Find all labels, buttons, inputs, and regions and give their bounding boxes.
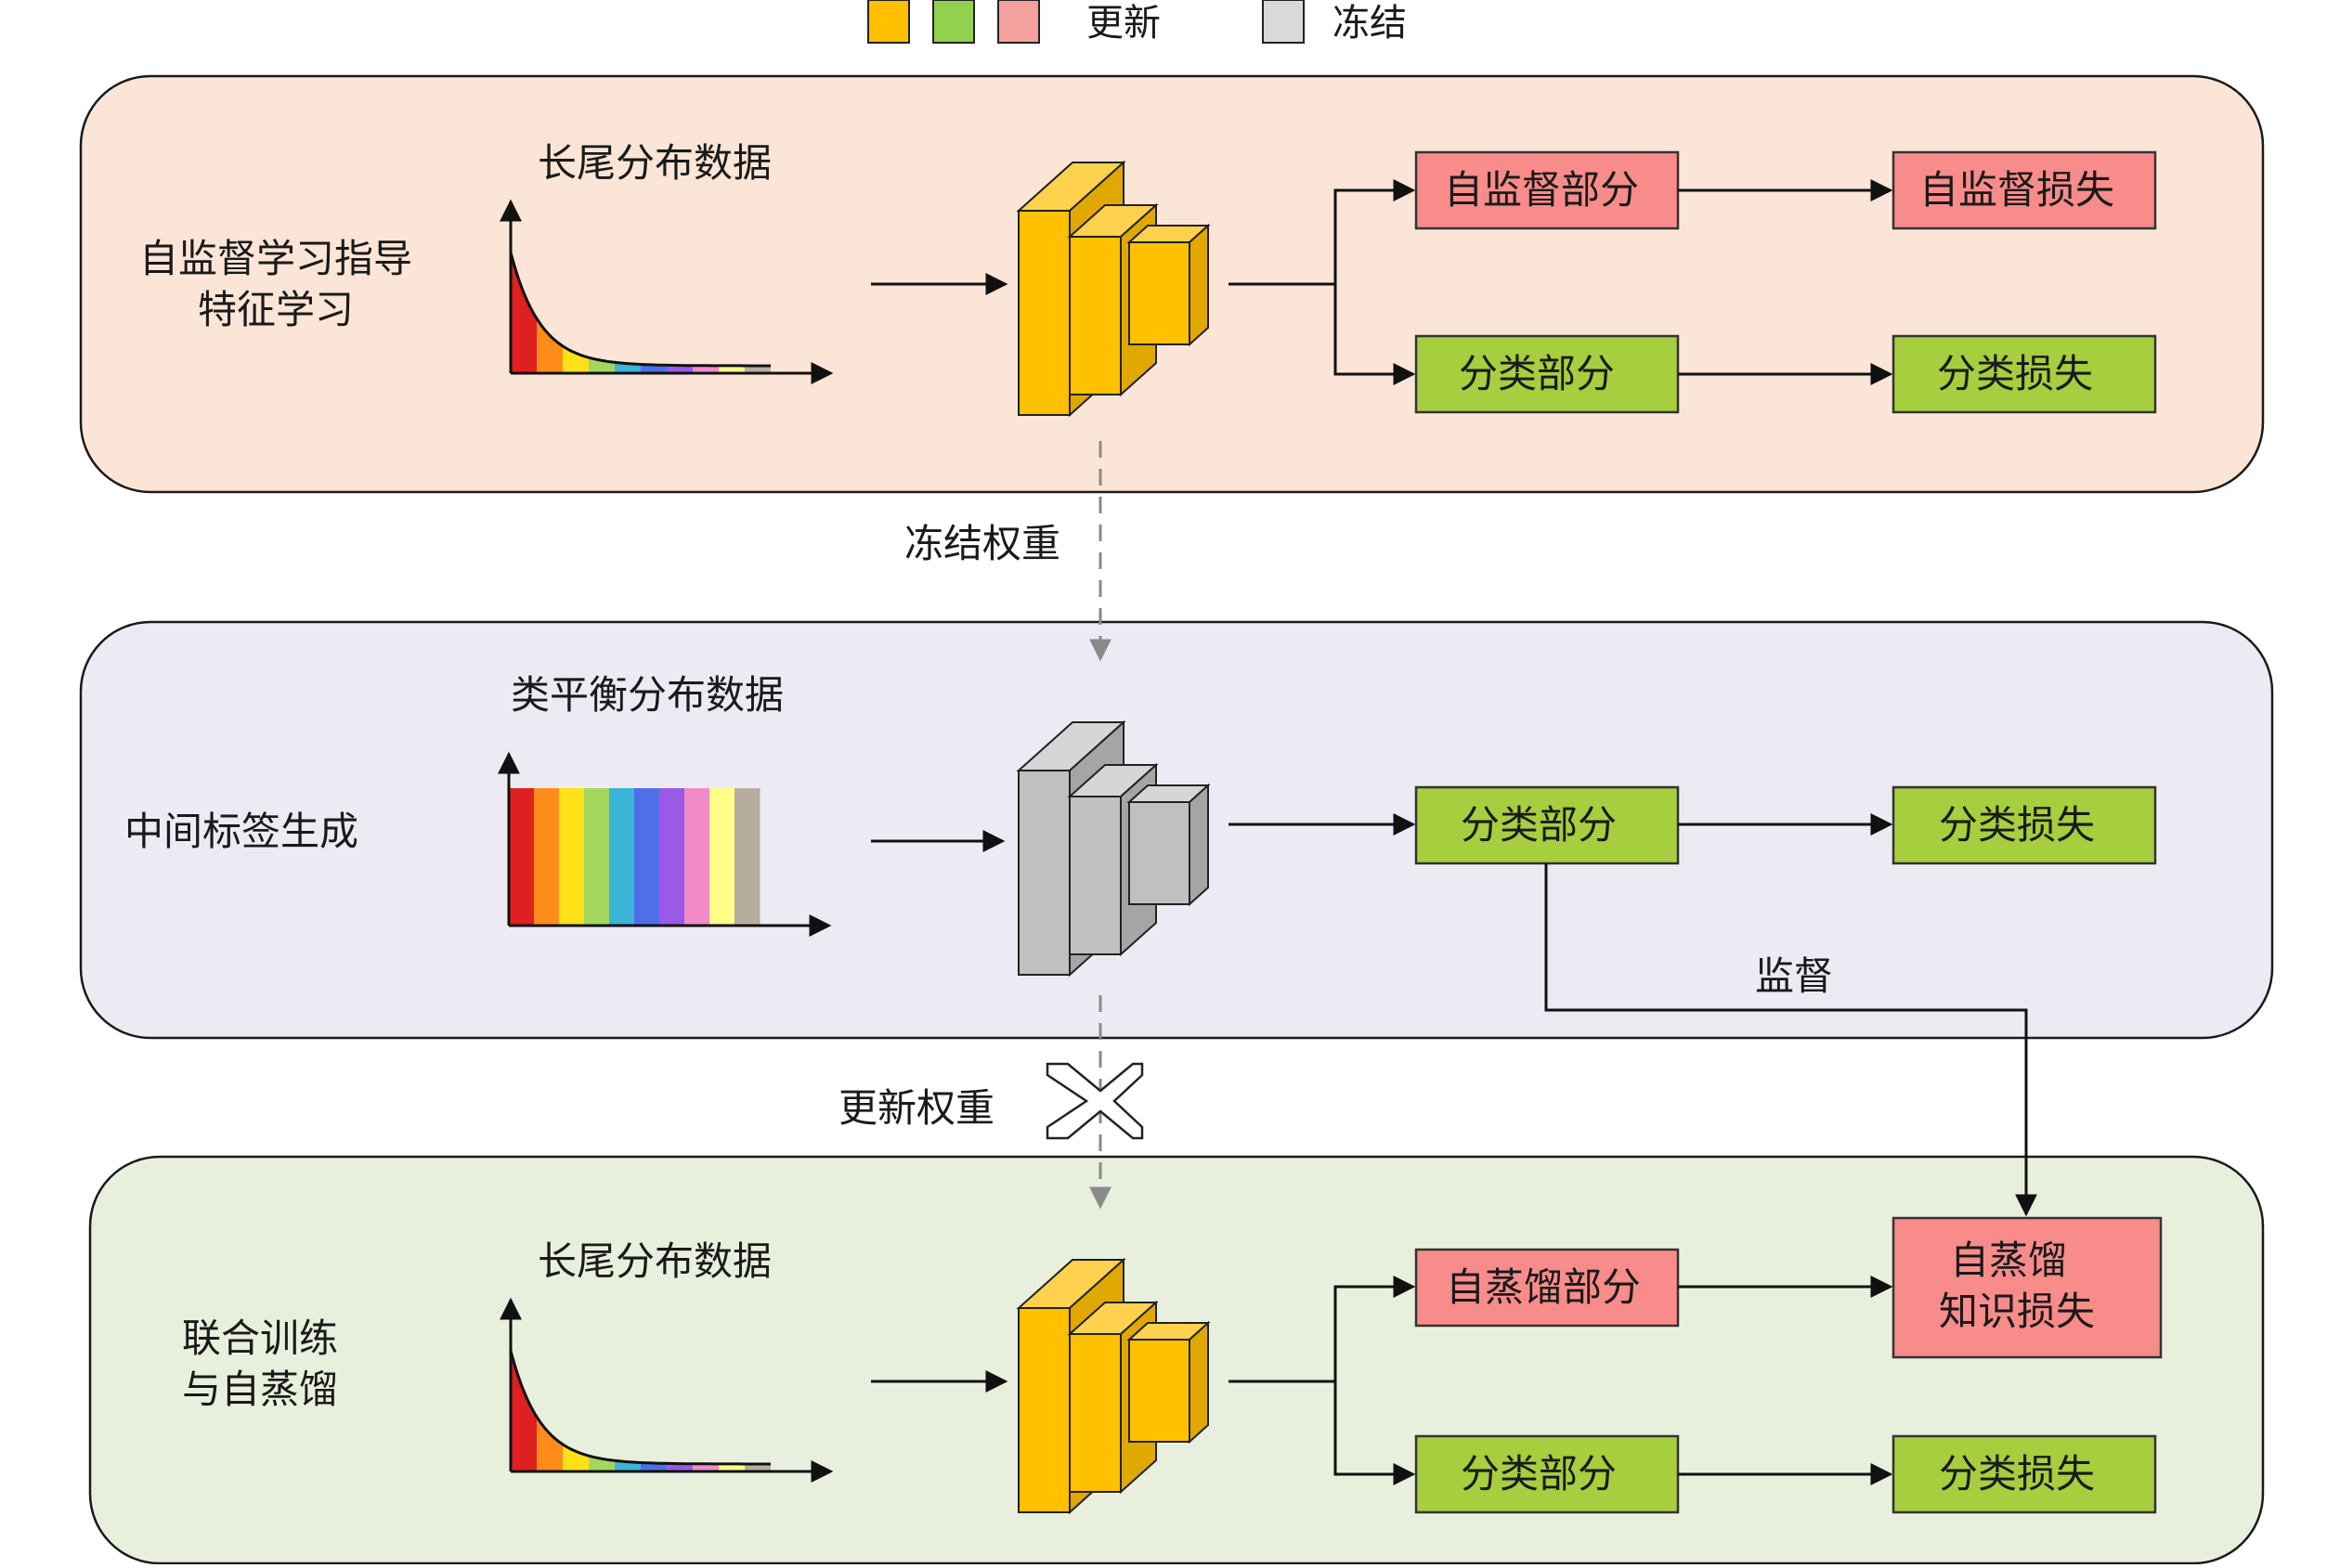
- sd-part-box: [1414, 1248, 1680, 1328]
- cube-side-face: [1189, 783, 1209, 907]
- cls-loss-box-2: [1892, 785, 2157, 865]
- balanced-bar: [634, 788, 660, 926]
- stage2: 中间标签生成 类平衡分布数据 分类部分 分类损失 监督: [124, 672, 2157, 1217]
- stage2-title: 中间标签生成: [124, 809, 358, 854]
- cls-part-box-3: [1414, 1434, 1680, 1514]
- longtail-curve: [509, 252, 771, 368]
- stage3-title-line1: 联合训练: [182, 1315, 338, 1361]
- stage3-data-title: 长尾分布数据: [538, 1238, 772, 1284]
- ssl-loss-label: 自监督损失: [1919, 167, 2114, 213]
- stage3-title-line2: 与自蒸馏: [182, 1367, 338, 1412]
- supervise-label: 监督: [1755, 953, 1833, 999]
- legend-swatch-yellow: [867, 0, 910, 44]
- balanced-bar: [609, 788, 635, 926]
- backbone-cubes-frozen: [1016, 719, 1211, 978]
- cube-front-face: [1018, 210, 1071, 416]
- balanced-bar: [709, 788, 735, 926]
- cube-front-face: [1018, 1307, 1071, 1513]
- sd-loss-label-line1: 自蒸馏: [1950, 1238, 2067, 1283]
- legend-freeze-label: 冻结: [1332, 2, 1407, 45]
- cls-part-box-1: [1414, 334, 1680, 414]
- cube-side-face: [1189, 1320, 1209, 1445]
- stage1-data-title: 长尾分布数据: [538, 140, 772, 186]
- balanced-bar: [534, 788, 560, 926]
- supervise-path: [1544, 863, 2037, 1217]
- balanced-bar: [734, 788, 760, 926]
- balanced-bar: [559, 788, 585, 926]
- cls-loss-label-2: 分类损失: [1939, 802, 2095, 848]
- stage1-title-line2: 特征学习: [198, 287, 354, 332]
- cls-loss-box-1: [1892, 334, 2157, 414]
- cube-front-face: [1069, 236, 1122, 395]
- legend-swatch-pink: [997, 0, 1040, 44]
- ssl-loss-box: [1892, 150, 2157, 230]
- legend-swatch-green: [932, 0, 975, 44]
- cls-loss-label-1: 分类损失: [1937, 351, 2093, 396]
- ssl-part-box: [1414, 150, 1680, 230]
- sd-loss-label-line2: 知识损失: [1939, 1289, 2095, 1334]
- balanced-bar: [659, 788, 685, 926]
- blocked-x-icon: [1046, 1062, 1144, 1140]
- freeze-weights-label: 冻结权重: [904, 521, 1060, 566]
- update-weights-label: 更新权重: [838, 1085, 994, 1131]
- cube-front-face: [1069, 1333, 1122, 1493]
- branch-line-4: [1228, 1276, 1416, 1383]
- cube-front-face: [1128, 241, 1190, 345]
- sd-part-label: 自蒸馏部分: [1446, 1264, 1641, 1310]
- cube-front-face: [1128, 801, 1190, 905]
- cube-side-face: [1189, 223, 1209, 347]
- legend-update-label: 更新: [1086, 2, 1161, 45]
- balanced-chart: [498, 751, 832, 937]
- balanced-bar: [684, 788, 710, 926]
- branch-line-5: [1333, 1381, 1416, 1485]
- legend-swatch-gray: [1262, 0, 1305, 44]
- cube-front-face: [1069, 796, 1122, 955]
- cube-front-face: [1128, 1339, 1190, 1443]
- balanced-bar: [509, 788, 535, 926]
- cls-part-label-2: 分类部分: [1461, 802, 1617, 848]
- cls-part-label-1: 分类部分: [1459, 351, 1615, 396]
- legend: 更新 冻结: [867, 0, 1407, 45]
- ssl-part-label: 自监督部分: [1444, 167, 1639, 213]
- branch-line-1: [1228, 179, 1416, 286]
- cube-front-face: [1018, 770, 1071, 976]
- cls-part-label-3: 分类部分: [1461, 1451, 1617, 1497]
- sd-loss-box: [1892, 1216, 2163, 1359]
- stage2-data-title: 类平衡分布数据: [511, 672, 784, 718]
- cls-loss-box-3: [1892, 1434, 2157, 1514]
- cls-loss-label-3: 分类损失: [1939, 1451, 2095, 1497]
- branch-line-2: [1333, 284, 1416, 385]
- backbone-cubes-3: [1016, 1257, 1211, 1515]
- balanced-bar: [584, 788, 610, 926]
- longtail-curve: [509, 1350, 771, 1466]
- stage1-title-line1: 自监督学习指导: [139, 236, 412, 281]
- backbone-cubes-1: [1016, 160, 1211, 418]
